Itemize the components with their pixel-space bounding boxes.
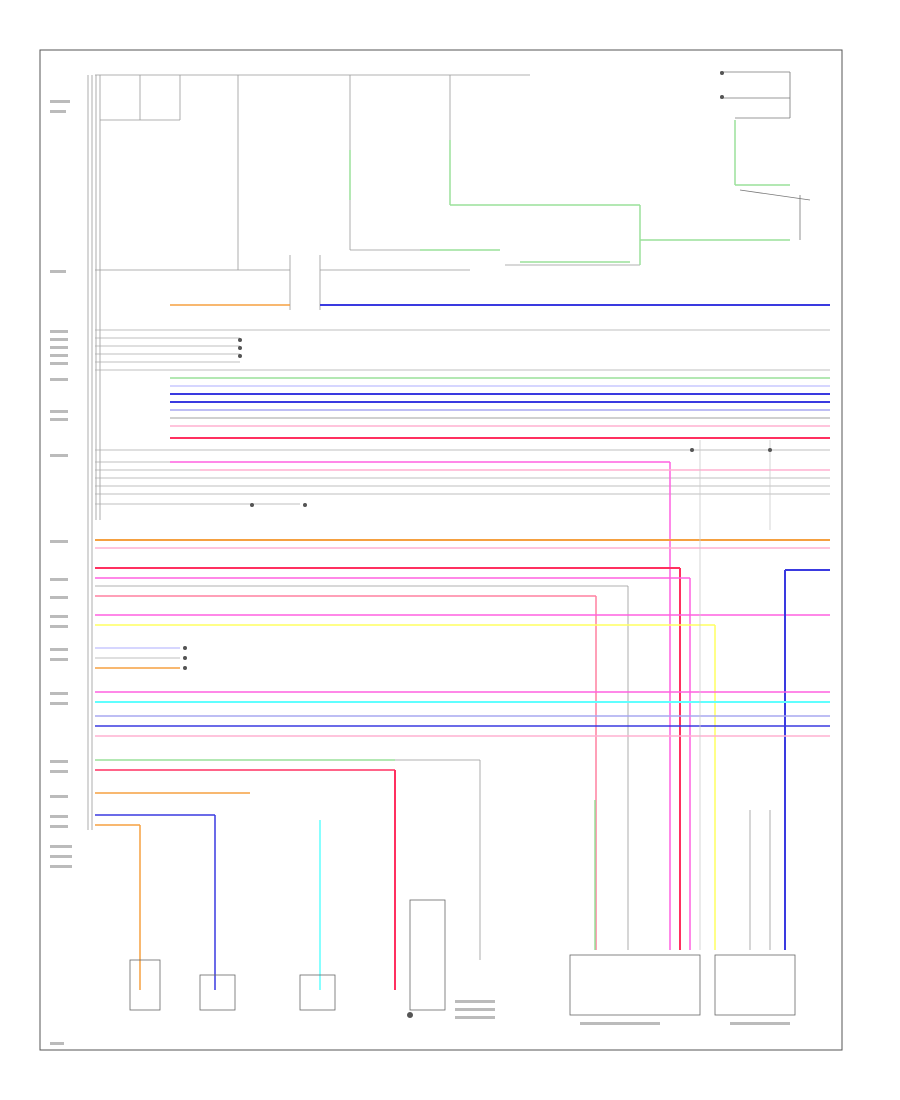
top-right-switches — [720, 71, 811, 240]
green-wires-top — [349, 120, 790, 265]
bottom-components — [129, 899, 796, 1016]
diagram-frame — [39, 49, 843, 1051]
mid-wires — [95, 440, 830, 990]
left-connector-bus — [87, 75, 101, 830]
wire-bundle-gray — [95, 329, 830, 505]
colored-wire-bundle — [170, 377, 830, 950]
connector-dots — [183, 71, 772, 1018]
top-fuse-wires — [95, 74, 640, 310]
label-markers — [50, 100, 790, 1045]
